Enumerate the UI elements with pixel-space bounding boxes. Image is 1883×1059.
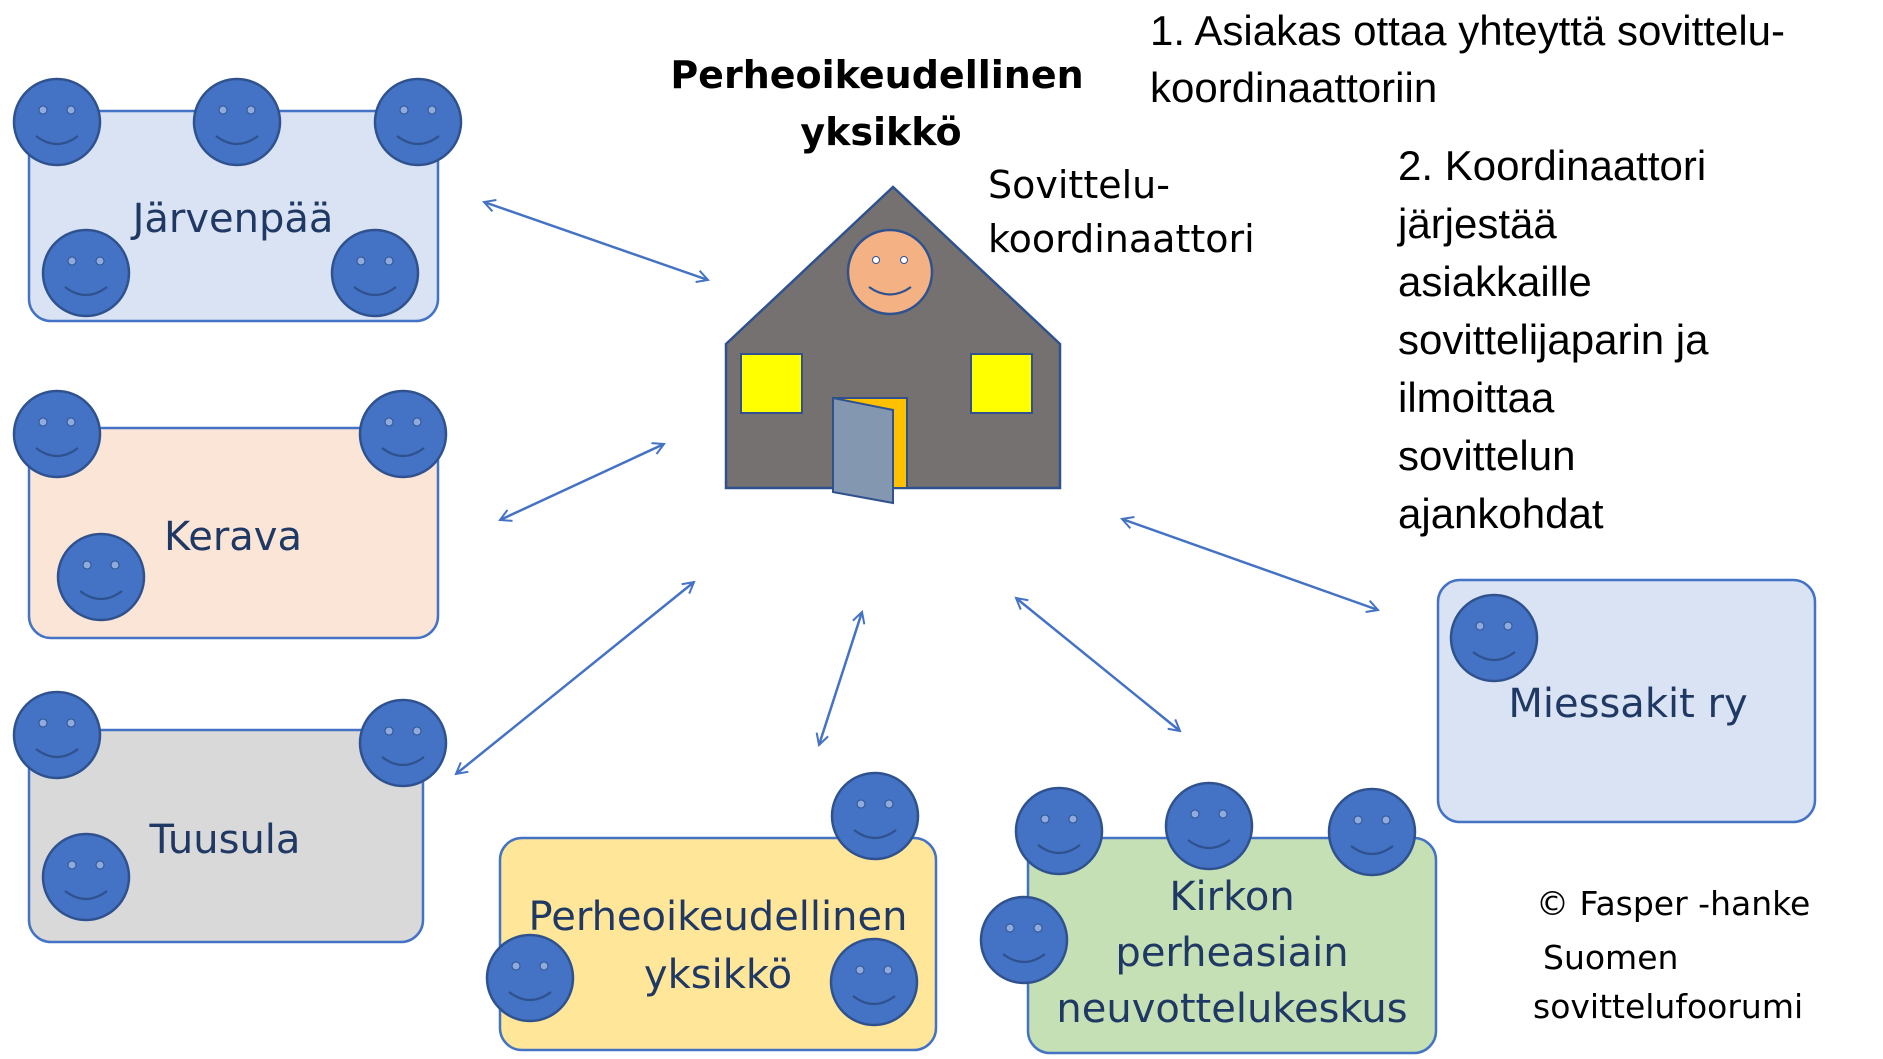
node-label-perheoikeudellinen-line2: yksikkö	[644, 952, 792, 998]
step2-line: ajankohdat	[1398, 490, 1604, 537]
person-face-icon	[330, 228, 420, 318]
coordinator-face-icon	[846, 228, 934, 316]
arrow-jarvenpaa	[484, 202, 708, 280]
node-perheoikeudellinen: Perheoikeudellinen yksikkö	[498, 836, 938, 1052]
copyright-line1: © Fasper -hanke	[1536, 884, 1810, 923]
node-kirkon: Kirkon perheasiain neuvottelukeskus	[1026, 836, 1438, 1055]
person-face-icon	[12, 690, 102, 780]
node-label-perheoikeudellinen-line1: Perheoikeudellinen	[529, 894, 908, 940]
step2-line: sovittelijaparin ja	[1398, 316, 1709, 363]
arrow-kirkon	[1016, 598, 1180, 731]
node-label-jarvenpaa: Järvenpää	[130, 196, 334, 242]
person-face-icon	[485, 933, 575, 1023]
house-door	[832, 396, 894, 505]
person-face-icon	[830, 771, 920, 861]
step1-line1: 1. Asiakas ottaa yhteyttä sovittelu-	[1150, 7, 1785, 54]
node-box-perheoikeudellinen	[498, 836, 938, 1052]
coordinator-label-line1: Sovittelu-	[988, 163, 1170, 207]
coordinator-label-line2: koordinaattori	[988, 217, 1255, 261]
house	[724, 185, 1062, 505]
person-face-icon	[1449, 593, 1539, 683]
person-face-icon	[12, 77, 102, 167]
arrow-tuusula	[456, 582, 694, 774]
person-face-icon	[979, 895, 1069, 985]
person-face-icon	[12, 389, 102, 479]
step2-line: järjestää	[1396, 200, 1557, 247]
step2-line: 2. Koordinaattori	[1398, 142, 1706, 189]
person-face-icon	[358, 698, 448, 788]
person-face-icon	[829, 937, 919, 1027]
person-face-icon	[41, 832, 131, 922]
node-label-kirkon-line3: neuvottelukeskus	[1056, 986, 1407, 1032]
house-window-right	[970, 353, 1033, 414]
node-label-kerava: Kerava	[164, 514, 302, 560]
person-face-icon	[1164, 781, 1254, 871]
node-label-miessakit: Miessakit ry	[1508, 681, 1747, 727]
house-window-left	[740, 353, 803, 414]
person-face-icon	[41, 228, 131, 318]
person-face-icon	[358, 389, 448, 479]
copyright-line3: sovittelufoorumi	[1533, 987, 1803, 1026]
center-title-line1: Perheoikeudellinen	[670, 53, 1083, 97]
arrow-miessakit	[1122, 519, 1378, 610]
person-face-icon	[1014, 786, 1104, 876]
step2-line: sovittelun	[1398, 432, 1575, 479]
copyright-line2: Suomen	[1543, 938, 1678, 977]
connector-arrows	[456, 202, 1378, 774]
step1-line2: koordinaattoriin	[1150, 64, 1437, 111]
arrow-perheoikeudellinen	[819, 612, 862, 745]
node-label-tuusula: Tuusula	[149, 817, 301, 863]
step2-text: 2. Koordinaattori järjestää asiakkaille sov…	[1396, 142, 1709, 537]
step2-line: asiakkaille	[1398, 258, 1592, 305]
person-face-icon	[1327, 787, 1417, 877]
people-faces	[12, 77, 1539, 1027]
person-face-icon	[192, 77, 282, 167]
center-title-line2: yksikkö	[800, 110, 961, 154]
step2-line: ilmoittaa	[1398, 374, 1555, 421]
node-label-kirkon-line2: perheasiain	[1115, 930, 1348, 976]
arrow-kerava	[500, 444, 664, 520]
person-face-icon	[56, 532, 146, 622]
node-label-kirkon-line1: Kirkon	[1169, 874, 1294, 920]
person-face-icon	[373, 77, 463, 167]
